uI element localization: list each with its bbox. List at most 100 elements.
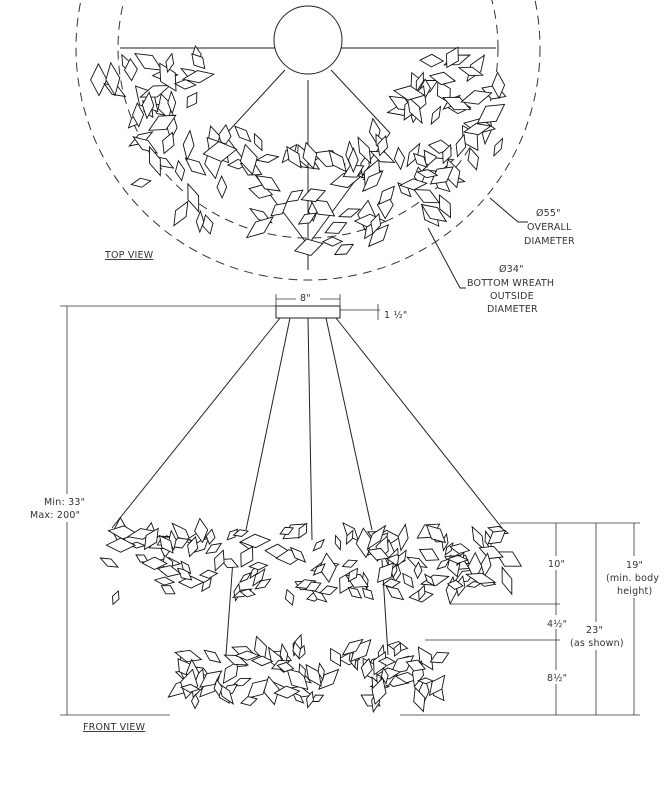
crystal-leaf [380,666,389,685]
crystal-leaf [255,153,280,163]
crystal-leaf [240,696,258,706]
crystal-leaf [130,177,152,188]
crystal-leaf [123,57,138,82]
crystal-leaf [312,538,325,552]
crystal-leaf [186,91,198,109]
crystal-leaf [219,558,240,569]
crystal-leaf [493,137,504,157]
as-shown-height: 23" [586,625,603,636]
crystal-leaf [205,542,223,554]
lower-wreath [167,633,450,714]
crystal-leaf [430,105,442,126]
crystal-leaf [239,588,257,598]
crystal-leaf [419,574,450,586]
crystal-leaf [337,208,362,218]
crystal-leaf [413,561,423,580]
crystal-leaf [285,189,304,203]
crystal-leaf [373,651,387,676]
crystal-leaf [412,152,428,168]
crystal-leaf [173,79,197,90]
crystal-leaf [311,589,328,603]
crystal-leaf [159,62,177,92]
crystal-leaf [289,546,307,563]
crystal-leaf [393,146,406,171]
crystal-leaf [487,529,507,545]
crystal-leaf [341,559,359,568]
crystal-leaf [105,537,137,553]
crystal-leaf [321,236,344,247]
crystal-leaf [460,90,493,105]
crystal-leaf [180,668,199,700]
crystal-leaf [418,584,426,601]
crystal-leaf [270,202,288,217]
crystal-leaf [418,548,440,561]
crystal-leaf [298,663,306,679]
crystal-leaf [292,640,301,660]
crystal-leaf [333,243,355,256]
label-bg [296,293,320,303]
diameter-label: DIAMETER [487,304,538,315]
crystal-leaf [324,221,348,234]
crystal-leaf [360,657,373,680]
bottom-wreath-circle [117,0,499,239]
crystal-leaf [369,150,396,163]
crystal-leaf [222,660,239,685]
crystal-leaf [428,71,457,86]
cable [225,559,234,656]
crystal-leaf [328,149,347,173]
crystal-leaf [149,145,161,177]
crystal-leaf [501,566,513,596]
crystal-leaf [250,655,274,667]
crystal-leaf [293,238,324,257]
crystal-leaf [480,552,492,578]
crystal-leaf [377,135,389,157]
crystal-leaf [357,136,372,165]
crystal-leaf [381,578,401,589]
crystal-leaf [491,71,506,100]
crystal-leaf [405,556,428,568]
crystal-leaf [173,200,189,227]
bottom-wreath-label: BOTTOM WREATH [467,278,554,289]
crystal-leaf [300,188,327,203]
label-bg [604,556,664,598]
crystal-leaf [252,567,266,587]
crystal-leaf [112,589,120,606]
crystal-leaf [223,654,250,666]
crystal-leaf [214,549,225,572]
crystal-leaf [168,529,177,551]
crystal-leaf [347,567,359,583]
canopy [275,305,341,319]
crystal-leaf [471,525,485,551]
overall-diameter-label: DIAMETER [524,236,575,247]
body-note-2: height) [617,586,652,597]
crystal-leaf [318,585,339,596]
crystal-leaf [179,683,201,693]
crystal-leaf [201,577,212,593]
crystal-leaf [413,189,441,204]
crystal-leaf [462,123,492,136]
crystal-leaf [99,557,120,568]
upper-wreath-height: 10" [548,559,565,570]
overall-min: Min: 33" [44,497,85,508]
crystal-leaf [160,585,176,595]
label-bg [28,494,98,522]
crystal-leaf [254,132,263,152]
front-view-title: FRONT VIEW [83,722,146,733]
outside-label: OUTSIDE [490,291,534,302]
cable [245,317,291,531]
top-view-title: TOP VIEW [104,250,154,261]
crystal-leaf [419,53,445,68]
top-view-leaves [90,44,507,257]
cable [111,317,281,529]
crystal-leaf [389,655,415,675]
crystal-leaf [217,123,232,148]
crystal-leaf [202,141,238,163]
label-bg [568,622,626,650]
label-bg [546,615,568,629]
upper-wreath [99,516,523,606]
crystal-leaf [370,212,382,235]
label-bg [546,670,568,684]
crystal-leaf [416,169,439,179]
body-height: 19" [626,560,643,571]
crystal-leaf [202,214,214,235]
